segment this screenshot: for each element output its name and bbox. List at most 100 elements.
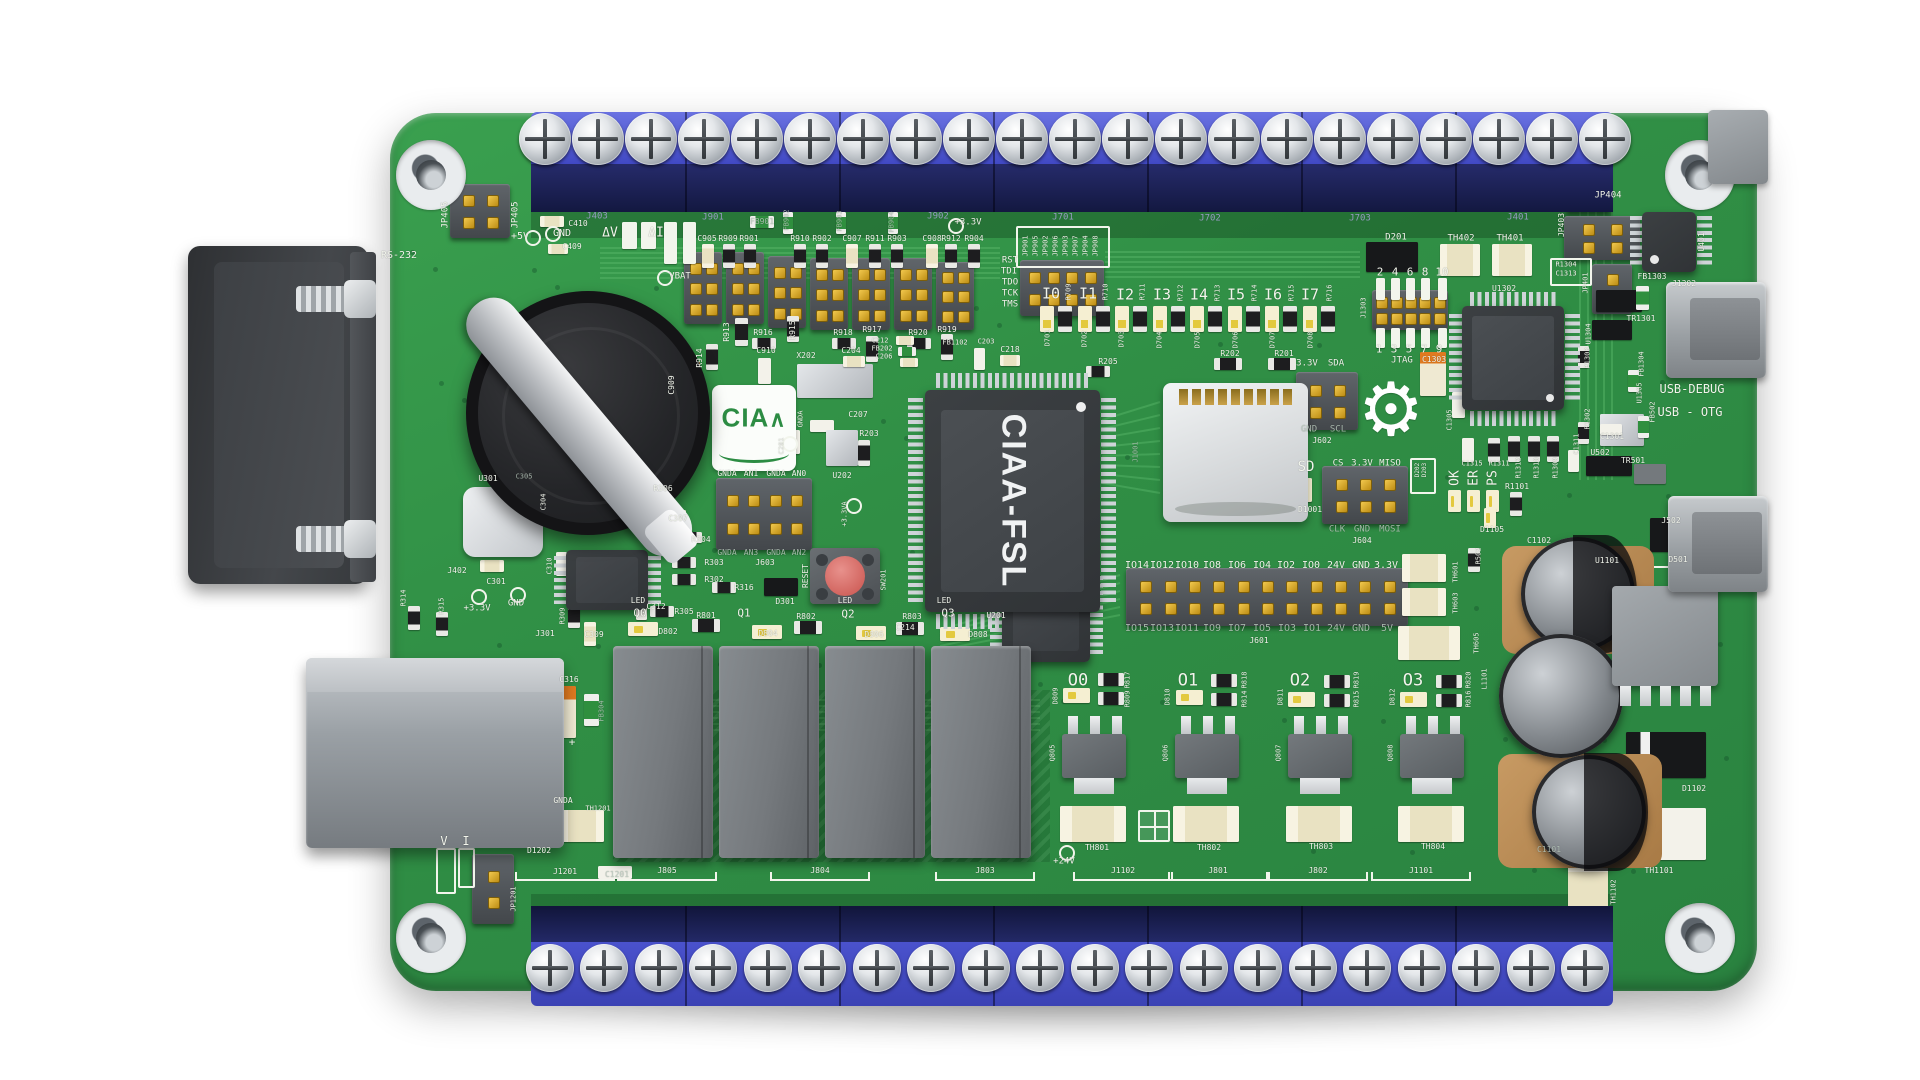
terminal-screw[interactable] [1125, 944, 1173, 992]
silkscreen-label: FB902 [782, 209, 791, 231]
silkscreen-label: TCK [1001, 288, 1019, 299]
ethernet-top-face [306, 658, 564, 692]
terminal-screw[interactable] [580, 944, 628, 992]
silkscreen-label: +24V [1053, 856, 1075, 867]
via [712, 548, 717, 553]
terminal-screw[interactable] [625, 113, 677, 165]
usb-otg-port[interactable] [1668, 496, 1768, 592]
cia-logo-text: CIA∧ [721, 402, 787, 433]
aux-connector[interactable] [1708, 110, 1768, 184]
usb-debug-port[interactable] [1666, 282, 1766, 378]
terminal-screw[interactable] [1102, 113, 1154, 165]
silkscreen-tick [1073, 872, 1075, 880]
terminal-screw[interactable] [1398, 944, 1446, 992]
reset-button[interactable] [810, 548, 880, 604]
silkscreen-label: TH1102 [1609, 879, 1618, 905]
silkscreen-label: TH804 [1420, 842, 1446, 851]
gold-pin [706, 283, 718, 295]
terminal-screw[interactable] [1561, 944, 1609, 992]
silkscreen-label: JP907 [1071, 235, 1080, 257]
resistor [1488, 438, 1500, 462]
silkscreen-label: IO6 [1227, 560, 1247, 571]
terminal-screw[interactable] [907, 944, 955, 992]
gold-pin [1383, 580, 1396, 593]
silkscreen-label: FB502 [1648, 401, 1657, 423]
terminal-screw[interactable] [1289, 944, 1337, 992]
terminal-screw[interactable] [1420, 113, 1472, 165]
terminal-screw[interactable] [1071, 944, 1119, 992]
transistor-leg [1450, 716, 1460, 734]
terminal-screw[interactable] [1314, 113, 1366, 165]
via [997, 323, 1002, 328]
terminal-screw[interactable] [678, 113, 730, 165]
screw-slot [694, 966, 732, 970]
terminal-screw[interactable] [519, 113, 571, 165]
terminal-screw[interactable] [1049, 113, 1101, 165]
silkscreen-label: D809 [1051, 687, 1060, 705]
terminal-screw[interactable] [1180, 944, 1228, 992]
main-mcu-chip: CIAA-FSL [925, 390, 1100, 612]
terminal-screw[interactable] [962, 944, 1010, 992]
silkscreen-label: IO11 [1174, 623, 1200, 634]
sd-card-slot[interactable] [1163, 383, 1308, 522]
silkscreen-label: IO5 [1252, 623, 1272, 634]
terminal-screw[interactable] [996, 113, 1048, 165]
smd-component [1376, 278, 1385, 300]
terminal-screw[interactable] [1155, 113, 1207, 165]
relay [825, 646, 925, 858]
silkscreen-label: D802 [658, 627, 678, 636]
resistor [907, 338, 931, 349]
terminal-screw[interactable] [526, 944, 574, 992]
power-transistor [1175, 716, 1239, 794]
gold-pin [732, 303, 744, 316]
terminal-screw[interactable] [1452, 944, 1500, 992]
silkscreen-label: 6 [1406, 265, 1414, 279]
terminal-screw[interactable] [890, 113, 942, 165]
gold-pin [1335, 603, 1347, 616]
terminal-screw[interactable] [1507, 944, 1555, 992]
terminal-screw[interactable] [837, 113, 889, 165]
terminal-screw[interactable] [635, 944, 683, 992]
gold-pin [486, 216, 499, 229]
silkscreen-label: D808 [968, 630, 988, 639]
terminal-screw[interactable] [1579, 113, 1631, 165]
screw-slot [1185, 966, 1223, 970]
terminal-screw[interactable] [572, 113, 624, 165]
gold-pin [1607, 274, 1619, 286]
led-die [862, 629, 871, 637]
resistor [1324, 675, 1350, 688]
transistor-leg [1112, 716, 1122, 734]
silkscreen-label: JP404 [1594, 190, 1622, 201]
ethernet-jack[interactable] [306, 658, 564, 848]
terminal-screw[interactable] [1343, 944, 1391, 992]
terminal-screw[interactable] [784, 113, 836, 165]
terminal-screw[interactable] [853, 944, 901, 992]
terminal-screw[interactable] [1526, 113, 1578, 165]
led-die [634, 625, 643, 633]
gold-pin [1582, 224, 1595, 236]
terminal-screw[interactable] [744, 944, 792, 992]
gold-pin [958, 310, 970, 323]
gold-pin [916, 309, 928, 322]
terminal-screw[interactable] [689, 944, 737, 992]
terminal-screw[interactable] [1016, 944, 1064, 992]
terminal-screw[interactable] [1473, 113, 1525, 165]
terminal-screw[interactable] [1208, 113, 1260, 165]
gold-pin [858, 309, 870, 322]
terminal-separator [685, 906, 687, 1006]
silkscreen-label: J802 [1308, 866, 1328, 875]
jumper-header [810, 258, 848, 330]
screw-slot [1585, 136, 1625, 142]
terminal-screw[interactable] [731, 113, 783, 165]
terminal-screw[interactable] [1261, 113, 1313, 165]
terminal-screw[interactable] [798, 944, 846, 992]
silkscreen-label: IO4 [1252, 560, 1272, 571]
screw-slot [525, 136, 565, 142]
gold-pin [1237, 603, 1250, 616]
terminal-screw[interactable] [1367, 113, 1419, 165]
terminal-screw[interactable] [943, 113, 995, 165]
silkscreen-label: U1304 [1584, 323, 1593, 345]
terminal-screw[interactable] [1234, 944, 1282, 992]
via [1567, 493, 1572, 498]
silkscreen-label: R809 [1123, 690, 1132, 708]
